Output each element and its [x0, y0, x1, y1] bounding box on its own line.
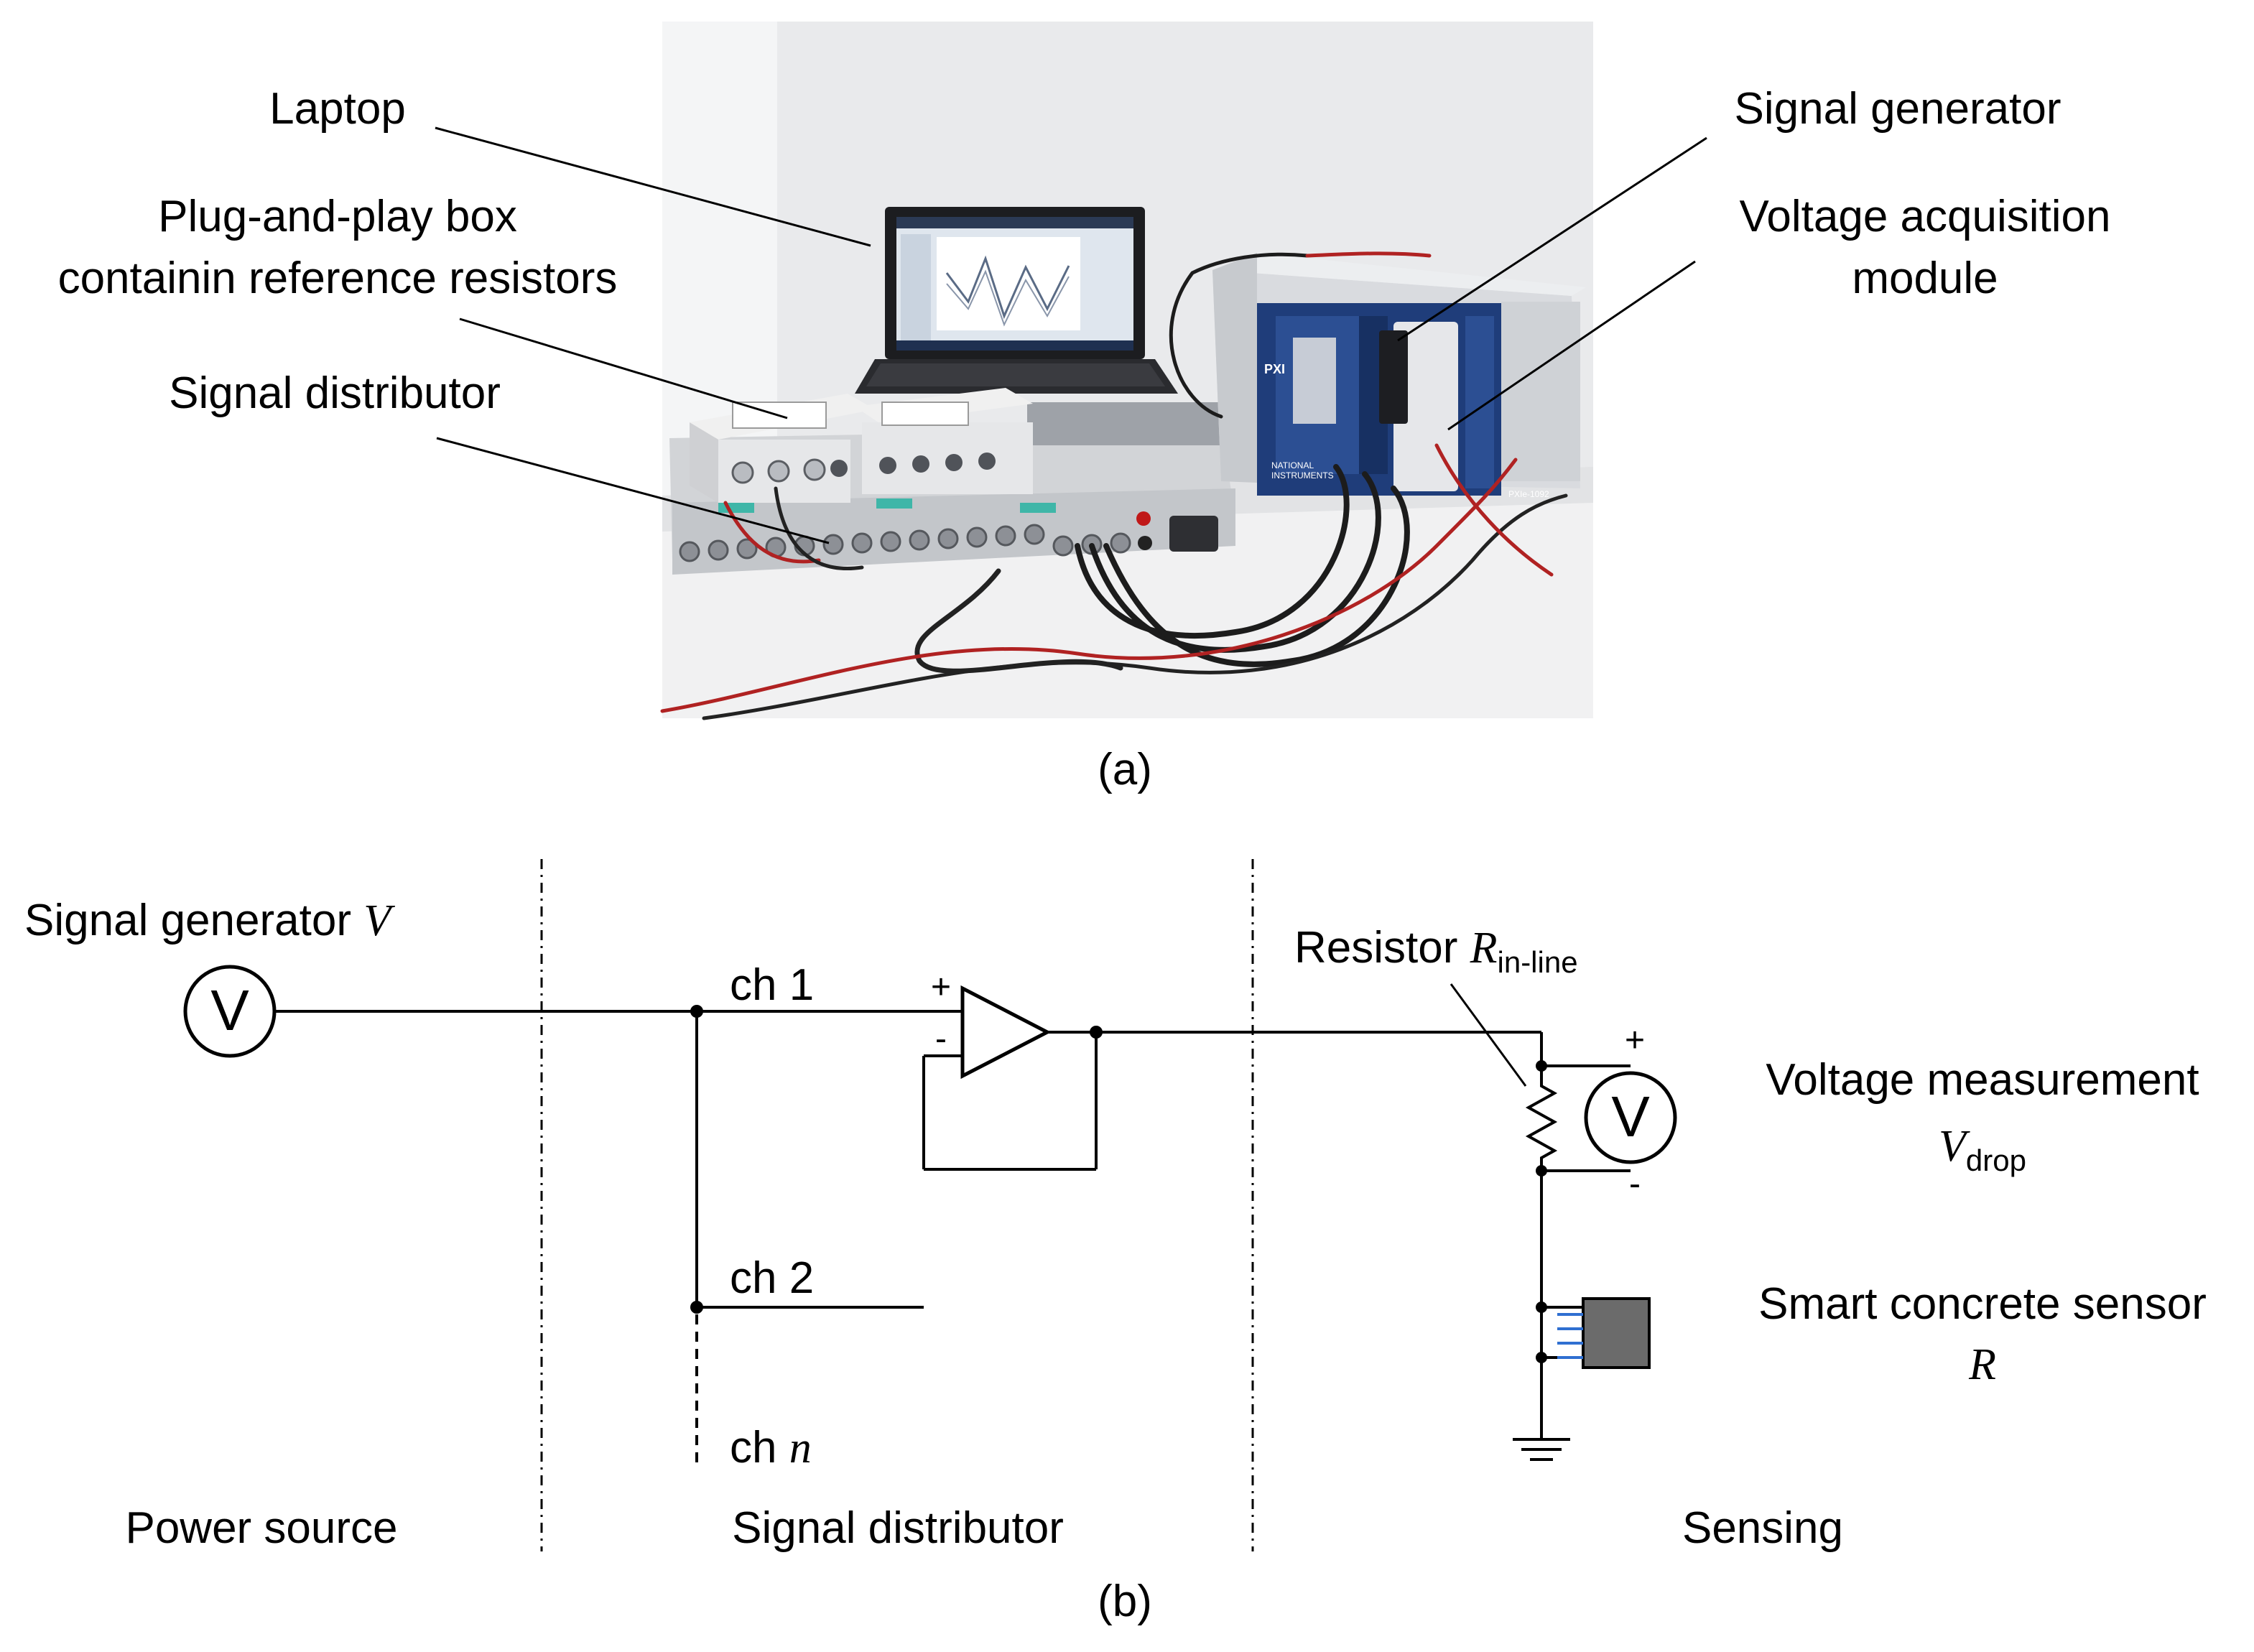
smart-concrete-sensor-icon	[1557, 1297, 1651, 1369]
channel-n-label: ch n	[730, 1423, 812, 1472]
sensor-symbol: R	[1968, 1340, 1996, 1389]
chassis-brand-line2: INSTRUMENTS	[1271, 470, 1334, 481]
channel-1-label: ch 1	[730, 960, 814, 1010]
opamp-minus: -	[935, 1020, 947, 1058]
cables	[660, 251, 1568, 720]
caption-b: (b)	[1098, 1577, 1152, 1626]
voltmeter-minus: -	[1629, 1165, 1641, 1203]
laptop-device	[855, 207, 1178, 394]
opamp-plus: +	[931, 968, 951, 1006]
measurement-symbol: Vdrop	[1939, 1122, 2026, 1177]
label-plug-box-line1: Plug-and-play box	[158, 192, 517, 241]
photo-pointers	[435, 126, 1707, 544]
measurement-label: Voltage measurement	[1766, 1055, 2199, 1105]
label-laptop: Laptop	[269, 84, 406, 134]
chassis-model: PXIe-1092	[1508, 489, 1549, 499]
label-signal-generator: Signal generator	[1735, 84, 2061, 134]
section-label-signal-distributor: Signal distributor	[732, 1503, 1064, 1553]
source-label: Signal generator V	[24, 896, 395, 945]
voltmeter-icon	[1584, 1071, 1677, 1164]
opamp-buffer: + -	[922, 968, 1103, 1171]
section-label-power-source: Power source	[125, 1503, 397, 1553]
label-voltage-acq-line2: module	[1852, 254, 1998, 303]
ground-icon	[1513, 1438, 1570, 1461]
voltmeter-glyph: V	[1611, 1085, 1650, 1148]
label-plug-box-line2: containin reference resistors	[58, 254, 618, 303]
voltmeter-plus: +	[1625, 1021, 1645, 1059]
circuit-diagram: Signal generator V V ch 1 ch 2 ch n + -	[24, 859, 2207, 1553]
chassis-pxi-logo: PXI	[1264, 362, 1285, 376]
label-signal-distributor: Signal distributor	[169, 368, 501, 418]
sensor-label: Smart concrete sensor	[1758, 1279, 2207, 1329]
chassis-brand-line1: NATIONAL	[1271, 460, 1314, 470]
resistor-label: Resistor Rin-line	[1294, 923, 1578, 979]
section-label-sensing: Sensing	[1682, 1503, 1843, 1553]
channel-2-label: ch 2	[730, 1253, 814, 1303]
pxi-chassis: NATIONAL INSTRUMENTS PXI PXIe-1092	[1212, 253, 1586, 499]
caption-a: (a)	[1098, 745, 1152, 794]
lab-setup-photo: NATIONAL INSTRUMENTS PXI PXIe-1092	[660, 22, 1593, 720]
source-meter-glyph: V	[210, 978, 249, 1042]
label-voltage-acq-line1: Voltage acquisition	[1739, 192, 2110, 241]
photo-labels: Laptop Plug-and-play box containin refer…	[58, 84, 2111, 418]
source-symbol: V	[363, 896, 395, 945]
inline-resistor-icon	[1525, 1066, 1558, 1171]
